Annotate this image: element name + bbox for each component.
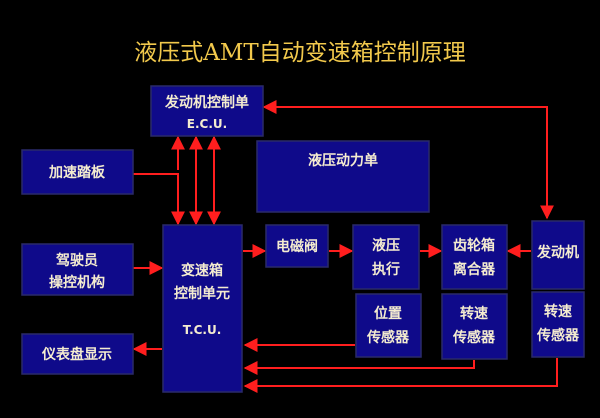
solenoid-box: 电磁阀: [265, 224, 329, 268]
accelerator-box: 加速踏板: [21, 149, 134, 195]
hydraulic-exec-label-2: 执行: [372, 261, 400, 278]
gearbox-label-1: 齿轮箱: [453, 237, 495, 254]
hydraulic-exec-label-1: 液压: [372, 237, 400, 254]
speed2-tcu-link: [243, 358, 558, 393]
ecu-engine-link: [262, 100, 554, 220]
hydraulic-power-box: 液压动力单: [256, 140, 430, 213]
speed-sensor-gearbox-box: 转速 传感器: [441, 293, 508, 360]
tcu-label-2: 控制单元: [174, 285, 230, 302]
ecu-label-1: 发动机控制单: [164, 94, 249, 111]
connectors: [132, 100, 558, 393]
speed-sensor-gearbox-label-1: 转速: [460, 305, 488, 322]
solenoid-label: 电磁阀: [276, 238, 318, 255]
speed-sensor-engine-box: 转速 传感器: [531, 291, 585, 358]
engine-label: 发动机: [536, 244, 579, 261]
hydraulic-exec-box: 液压 执行: [352, 224, 420, 290]
driver-box: 驾驶员 操控机构: [21, 243, 134, 296]
engine-box: 发动机: [531, 220, 585, 290]
tcu-box: 变速箱 控制单元 T.C.U.: [162, 224, 243, 393]
accel-tcu-link: [133, 173, 185, 226]
speed-sensor-engine-label-2: 传感器: [536, 327, 580, 344]
speed-sensor-engine-label-1: 转速: [544, 303, 572, 320]
speed-sensor-gearbox-label-2: 传感器: [452, 329, 496, 346]
ecu-box: 发动机控制单 E.C.U.: [150, 85, 264, 137]
diagram-title: 液压式AMT自动变速箱控制原理: [134, 40, 466, 66]
gearbox-label-2: 离合器: [453, 261, 496, 278]
tcu-label-3: T.C.U.: [183, 323, 222, 337]
dashboard-box: 仪表盘显示: [21, 333, 134, 375]
position-sensor-label-1: 位置: [374, 305, 402, 322]
position-sensor-label-2: 传感器: [366, 329, 410, 346]
accelerator-label: 加速踏板: [48, 164, 106, 181]
ecu-label-2: E.C.U.: [187, 117, 227, 131]
tcu-label-1: 变速箱: [181, 262, 223, 279]
driver-label-1: 驾驶员: [55, 252, 98, 269]
hydraulic-power-label: 液压动力单: [308, 152, 378, 169]
gearbox-box: 齿轮箱 离合器: [441, 224, 508, 290]
dashboard-label: 仪表盘显示: [41, 346, 112, 363]
position-sensor-box: 位置 传感器: [355, 293, 422, 358]
driver-label-2: 操控机构: [49, 274, 105, 291]
speed1-tcu-link: [243, 360, 475, 375]
